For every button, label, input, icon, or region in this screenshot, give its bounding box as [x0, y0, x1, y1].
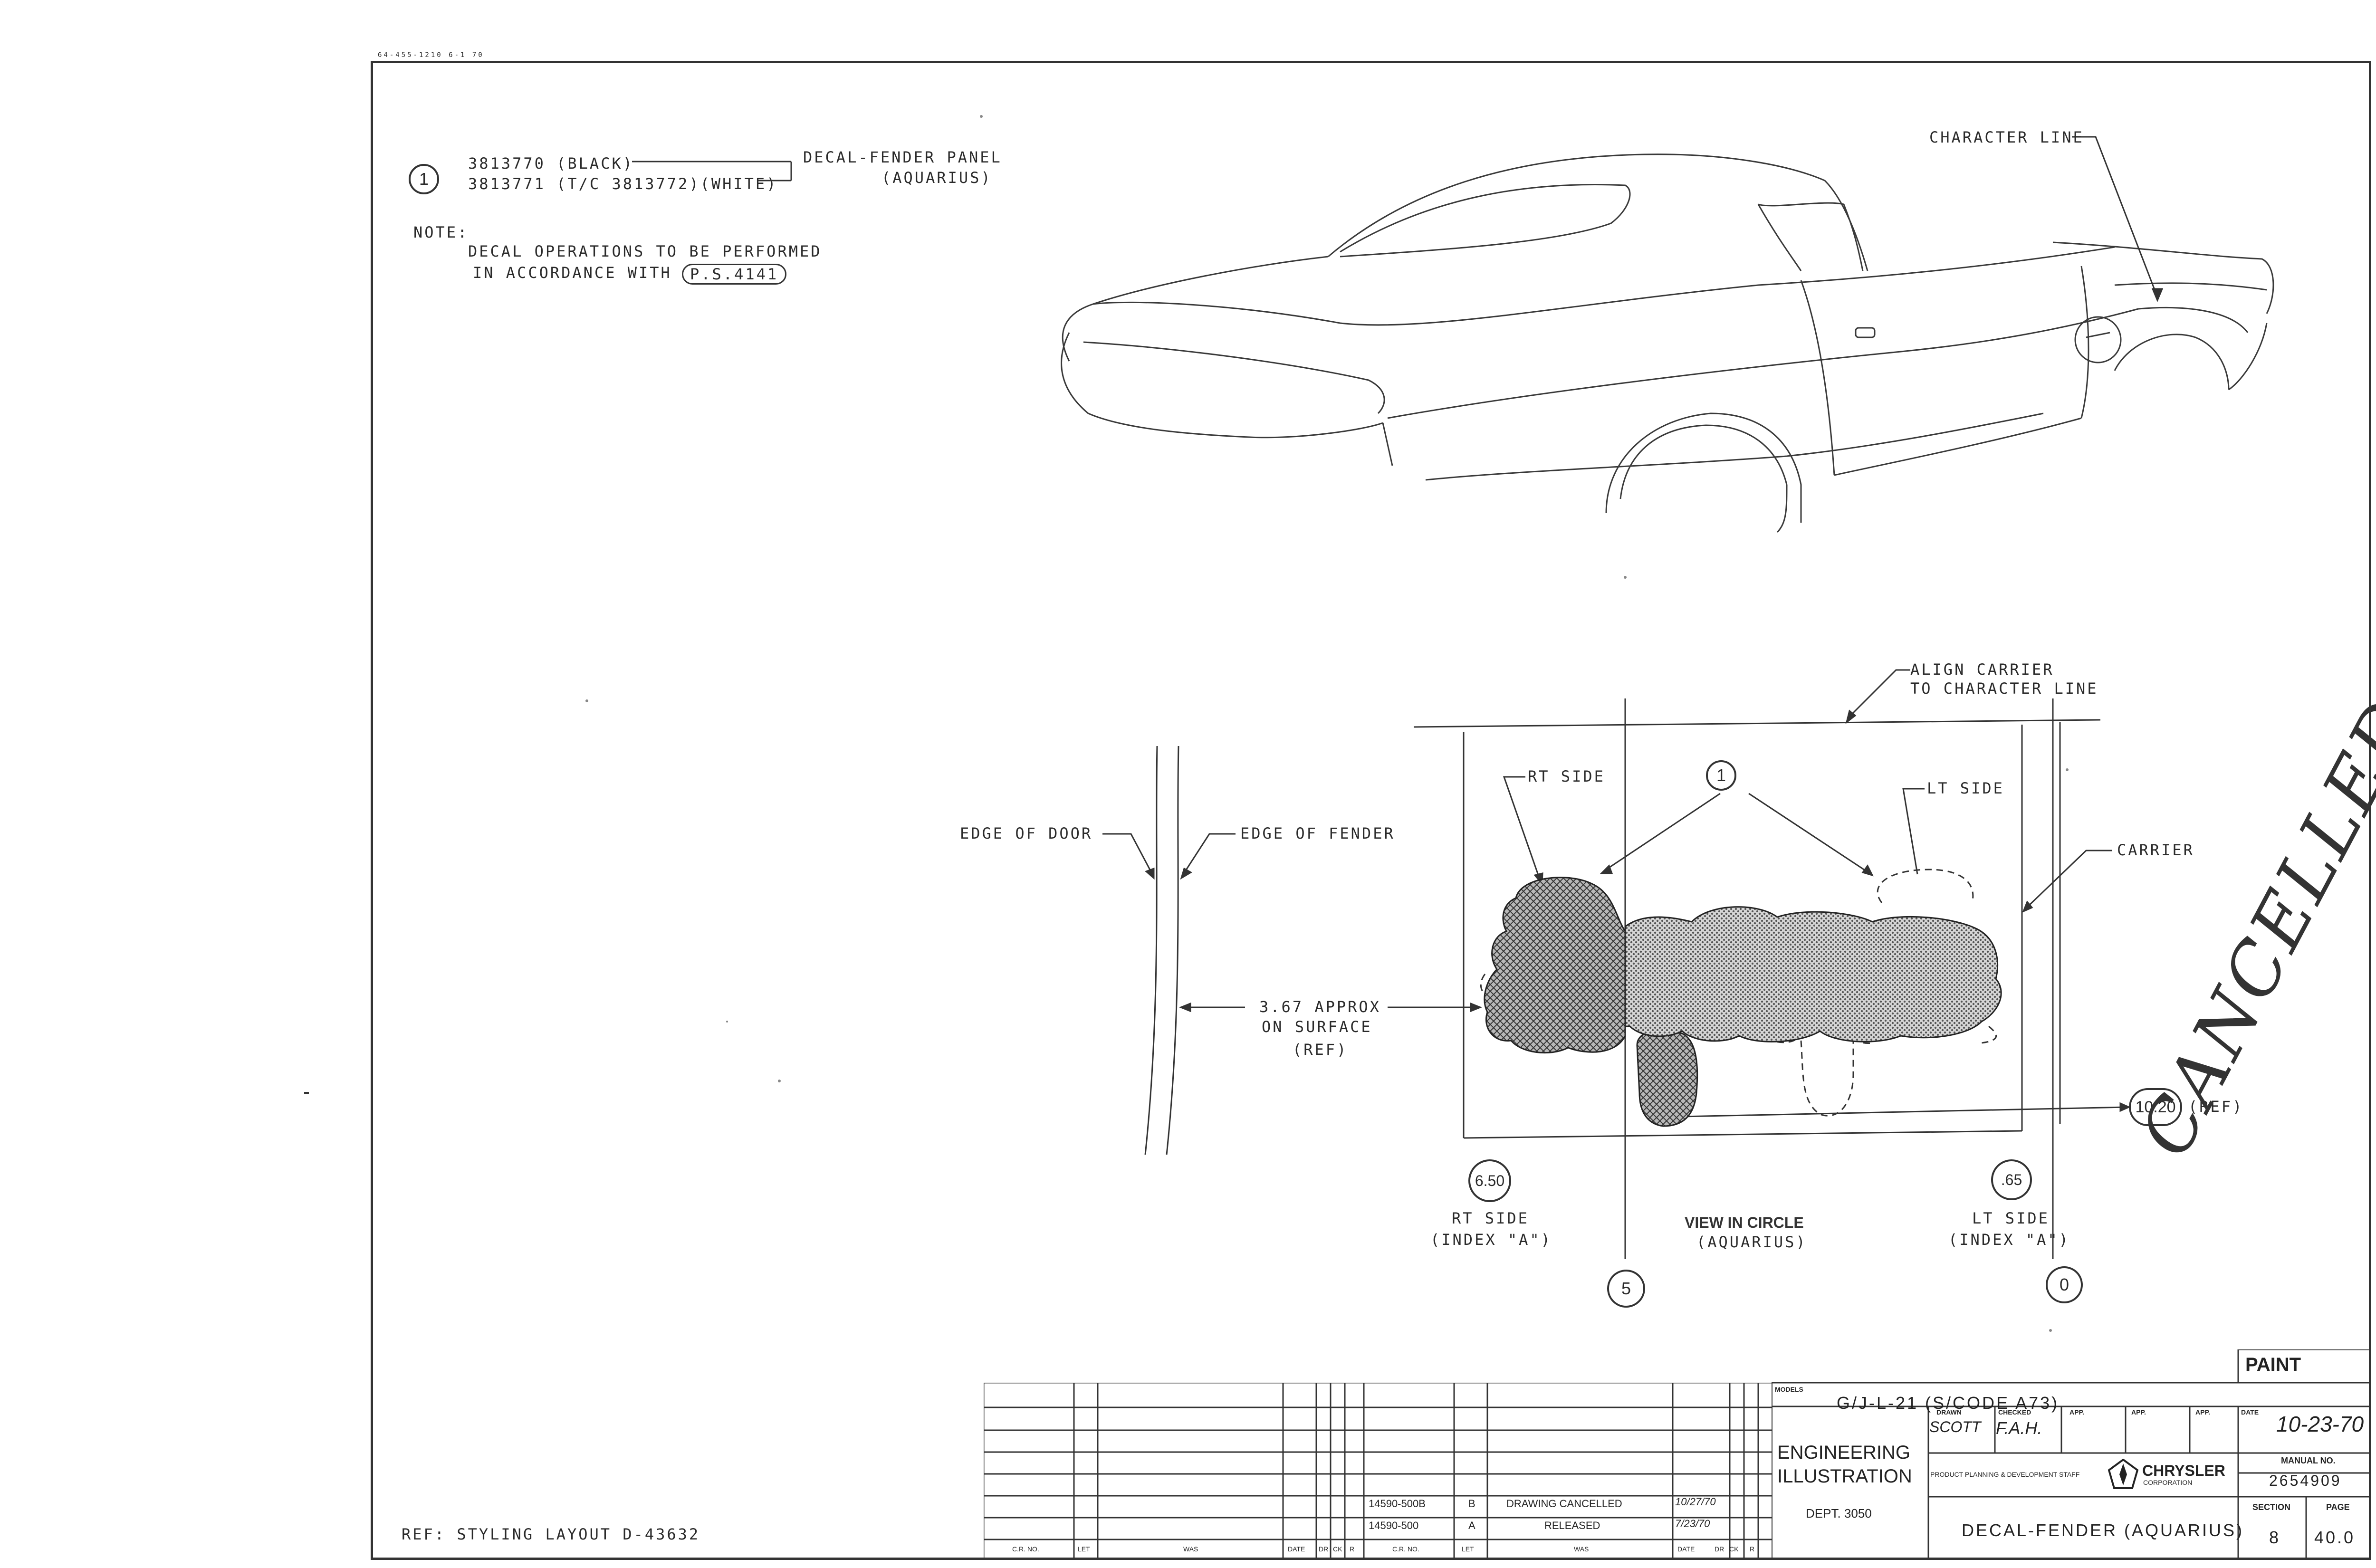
- rt-side-label: RT SIDE: [1528, 767, 1605, 785]
- page-value: 40.0: [2314, 1528, 2356, 1547]
- dim-650: 6.50: [1468, 1159, 1511, 1202]
- approx-ref: (REF): [1293, 1041, 1348, 1059]
- part-name-sub: (AQUARIUS): [881, 169, 992, 187]
- dim-1020-ref: (REF): [2188, 1098, 2244, 1116]
- rev-row-cr-a: 14590-500: [1369, 1520, 1419, 1531]
- reference-note: REF: STYLING LAYOUT D-43632: [402, 1525, 700, 1543]
- rev-footer-date-2: DATE: [1677, 1545, 1695, 1553]
- drawn-value: SCOTT: [1929, 1418, 1981, 1435]
- rev-footer-dr: DR: [1319, 1545, 1329, 1553]
- pentastar-logo-icon: [2108, 1459, 2139, 1489]
- align-carrier-label-2: TO CHARACTER LINE: [1910, 679, 2098, 698]
- page-label: PAGE: [2326, 1502, 2350, 1512]
- approx-on-surface: ON SURFACE: [1262, 1018, 1372, 1036]
- view-aquarius: (AQUARIUS): [1696, 1233, 1807, 1251]
- note-line-2: IN ACCORDANCE WITH: [473, 264, 672, 282]
- edge-of-door-label: EDGE OF DOOR: [960, 824, 1093, 842]
- rev-footer-ck: CK: [1333, 1545, 1342, 1553]
- rev-footer-was: WAS: [1183, 1545, 1198, 1553]
- part-number-black: 3813770 (BLACK): [468, 154, 634, 172]
- company-suffix: CORPORATION: [2143, 1479, 2193, 1486]
- detail-view: [1102, 669, 2131, 1259]
- rev-footer-let: LET: [1078, 1545, 1090, 1553]
- character-line-label: CHARACTER LINE: [1929, 128, 2084, 146]
- lt-side-decal: [1624, 906, 2002, 1042]
- lt-index-label: LT SIDE: [1972, 1209, 2050, 1227]
- checked-value: F.A.H.: [1996, 1418, 2042, 1438]
- rev-row-let-a: A: [1468, 1520, 1475, 1531]
- callout-leaders: [632, 161, 792, 182]
- manual-number: 2654909: [2269, 1472, 2342, 1489]
- rev-footer-r: R: [1350, 1545, 1355, 1553]
- part-name: DECAL-FENDER PANEL: [803, 148, 1002, 166]
- note-line-1: DECAL OPERATIONS TO BE PERFORMED: [468, 242, 822, 260]
- rev-row-was-a: RELEASED: [1544, 1520, 1600, 1531]
- rev-footer-ck-2: CK: [1729, 1545, 1739, 1553]
- paint-section: PAINT: [2245, 1354, 2301, 1375]
- process-spec: P.S.4141: [682, 264, 787, 285]
- section-value: 8: [2269, 1528, 2281, 1547]
- section-label: SECTION: [2252, 1502, 2291, 1512]
- rev-footer-let-2: LET: [1462, 1545, 1474, 1553]
- rev-row-date-a: 7/23/70: [1675, 1518, 1710, 1530]
- rev-footer-crno: C.R. NO.: [1012, 1545, 1039, 1553]
- checked-label: CHECKED: [1998, 1408, 2031, 1416]
- illustration-title: ILLUSTRATION: [1777, 1466, 1912, 1487]
- rev-footer-crno-2: C.R. NO.: [1392, 1545, 1419, 1553]
- dept-number: DEPT. 3050: [1806, 1506, 1872, 1520]
- approx-dimension: 3.67 APPROX: [1259, 998, 1381, 1016]
- manual-label: MANUAL NO.: [2281, 1456, 2336, 1465]
- note-label: NOTE:: [413, 223, 469, 241]
- car-body-drawing: [1061, 153, 2274, 533]
- app-label-2: APP.: [2131, 1408, 2146, 1416]
- app-label-3: APP.: [2195, 1408, 2210, 1416]
- rev-row-cr-b: 14590-500B: [1369, 1498, 1426, 1510]
- models-value: G/J-L-21 (S/CODE A73): [1837, 1393, 2060, 1413]
- staff-label: PRODUCT PLANNING & DEVELOPMENT STAFF: [1930, 1471, 2080, 1478]
- rev-footer-r-2: R: [1750, 1545, 1755, 1553]
- drawing-description: DECAL-FENDER (AQUARIUS): [1962, 1520, 2244, 1540]
- date-value: 10-23-70: [2276, 1412, 2364, 1436]
- scan-marks: [585, 115, 2069, 1332]
- company-name: CHRYSLER: [2142, 1462, 2225, 1479]
- models-label: MODELS: [1775, 1386, 1803, 1393]
- dim-1020: 10.20: [2129, 1088, 2182, 1126]
- rev-footer-was-2: WAS: [1574, 1545, 1589, 1553]
- index-5: 5: [1607, 1270, 1645, 1308]
- title-block: [1772, 1349, 2371, 1560]
- app-label-1: APP.: [2069, 1408, 2084, 1416]
- drawing-header-code: 64-455-1210 6-1 70: [378, 51, 484, 59]
- dim-065: .65: [1991, 1159, 2032, 1200]
- rev-row-was-b: DRAWING CANCELLED: [1506, 1498, 1622, 1510]
- rev-row-date-b: 10/27/70: [1675, 1496, 1716, 1508]
- detail-marker-1: 1: [1706, 760, 1736, 791]
- index-0: 0: [2046, 1266, 2083, 1303]
- carrier-label: CARRIER: [2117, 841, 2194, 859]
- callout-marker-1: 1: [409, 164, 439, 194]
- edge-of-fender-label: EDGE OF FENDER: [1240, 824, 1395, 842]
- rev-row-let-b: B: [1468, 1498, 1475, 1510]
- align-carrier-label: ALIGN CARRIER: [1910, 660, 2054, 679]
- rt-index-label: RT SIDE: [1452, 1209, 1529, 1227]
- date-label: DATE: [2241, 1408, 2259, 1416]
- lt-index-a: (INDEX "A"): [1948, 1231, 2070, 1249]
- part-number-white: 3813771 (T/C 3813772)(WHITE): [468, 175, 778, 193]
- lt-side-label: LT SIDE: [1927, 779, 2004, 797]
- rt-side-decal: [1484, 877, 1698, 1127]
- rev-footer-date: DATE: [1288, 1545, 1305, 1553]
- rt-index-a: (INDEX "A"): [1430, 1231, 1552, 1249]
- engineering-title: ENGINEERING: [1777, 1442, 1911, 1463]
- drawn-label: DRAWN: [1936, 1408, 1962, 1416]
- rev-footer-dr-2: DR: [1715, 1545, 1725, 1553]
- revision-table: [984, 1383, 1772, 1559]
- view-in-circle: VIEW IN CIRCLE: [1685, 1214, 1804, 1231]
